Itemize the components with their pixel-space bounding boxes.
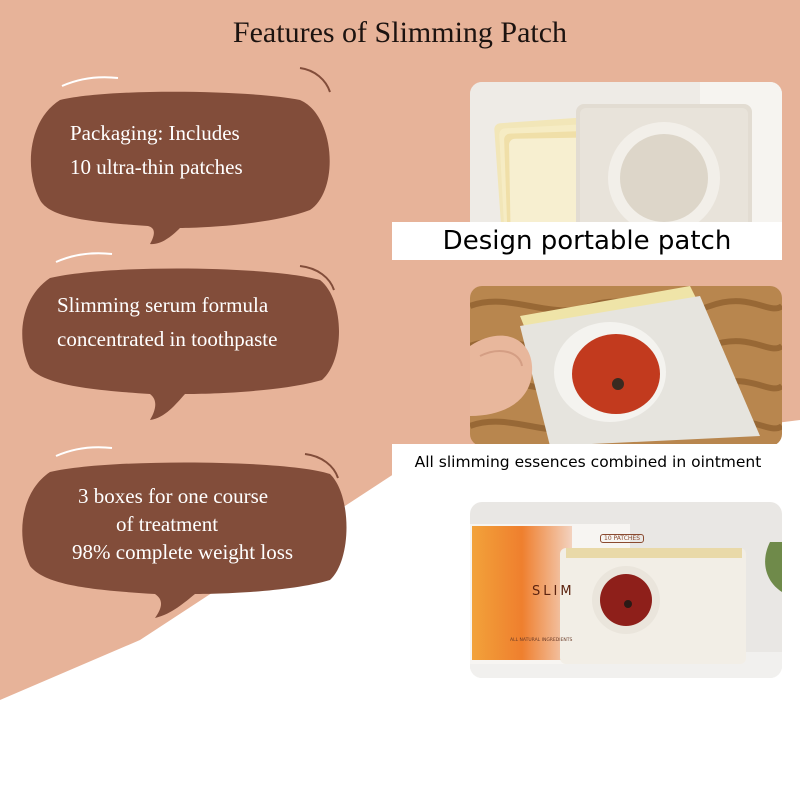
photo-2-caption: All slimming essences combined in ointme… [392,444,784,480]
box-small-text: ALL NATURAL INGREDIENTS [510,638,573,643]
photo-box-patch: SLIM 10 PATCHES ALL NATURAL INGREDIENTS [470,502,782,678]
feature-1-text: Packaging: Includes 10 ultra-thin patche… [70,121,243,179]
feature-3-text: 3 boxes for one course of treatment 98% … [72,484,294,564]
photo-1-caption: Design portable patch [392,222,782,260]
box-label: SLIM [532,584,575,599]
box-tag: 10 PATCHES [600,534,645,543]
feature-2-text: Slimming serum formula concentrated in t… [57,293,278,351]
page-title: Features of Slimming Patch [232,16,568,49]
photo-patch-hand [470,286,782,446]
